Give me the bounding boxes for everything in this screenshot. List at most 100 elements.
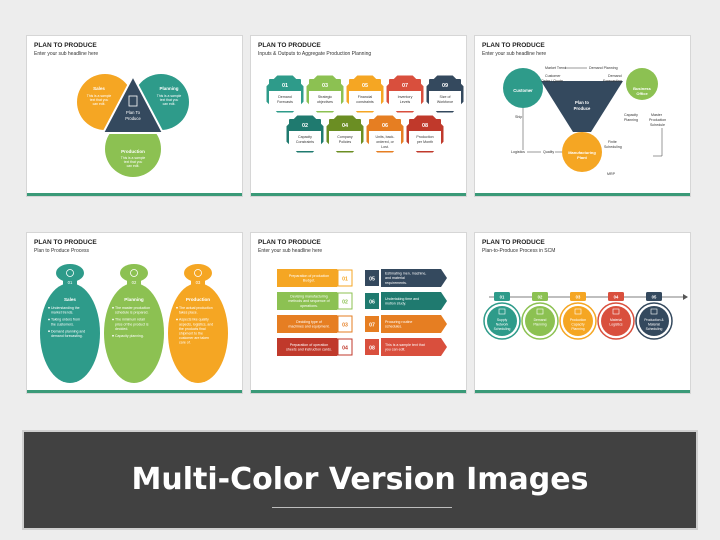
slide-thumbnail-5[interactable]: PLAN TO PRODUCE Enter your sub headline … [250, 232, 467, 394]
slide-title: PLAN TO PRODUCE [482, 42, 545, 49]
list-text: Preparation of production [289, 274, 329, 278]
plant-label: Manufacturing [568, 150, 596, 155]
production-text: text that you [124, 160, 143, 164]
production-text: can edit. [127, 164, 140, 168]
slide-subtitle: Inputs & Outputs to Aggregate Production… [258, 51, 372, 57]
number-box [337, 338, 353, 356]
octagon-text: Workforce [437, 100, 453, 104]
process-flow-diagram: Plan to Produce Customer Business Office… [503, 66, 666, 176]
bullet-text: takes place. [179, 311, 198, 315]
oval-icon [66, 269, 74, 277]
step-text: Scheduling [494, 327, 511, 331]
step-tag [494, 292, 510, 301]
octagon-text: Strategic [318, 95, 332, 99]
step-number: 01 [500, 295, 505, 300]
step-text: Planning [571, 327, 584, 331]
oval-number: 01 [68, 280, 73, 285]
planning-text: This is a sample [157, 94, 182, 98]
oval-badge [120, 264, 148, 282]
slide-thumbnail-6[interactable]: PLAN TO PRODUCE Plan-to-Produce Process … [474, 232, 691, 394]
octagon-text: per Month [417, 140, 433, 144]
bullet-text: the products final [179, 327, 206, 331]
octagon-band [429, 79, 461, 90]
octagon-text: Units, back- [376, 135, 396, 139]
oval-number: 03 [196, 280, 201, 285]
oval-body [40, 283, 100, 383]
oval-body [104, 283, 164, 383]
step-icon [612, 308, 620, 315]
list-text: Undertaking time and [385, 297, 419, 301]
step-text: Production [570, 318, 586, 322]
bullet-text: market trends. [51, 311, 73, 315]
list-bar-left [277, 269, 344, 287]
slide-subtitle: Enter your sub headline here [258, 248, 323, 254]
number-box [337, 269, 353, 287]
octagon-text: Financial [358, 95, 373, 99]
list-text: methods and sequence of [288, 299, 329, 303]
list-text: Estimating men, machine, [385, 272, 426, 276]
step-icon [574, 308, 582, 315]
list-number: 07 [369, 323, 375, 329]
list-text: machines and equipment. [288, 325, 329, 329]
bullet-text: aspects, logistics, and [179, 322, 213, 326]
octagon-text: Company [337, 135, 353, 139]
flow-label: Market Trend [545, 66, 566, 70]
production-text: This is a sample [121, 156, 146, 160]
step-text: Capacity [571, 322, 584, 326]
bullet-text: care of. [179, 341, 191, 345]
bullet-dot [176, 318, 178, 321]
slide-thumbnail-1[interactable]: PLAN TO PRODUCE Enter your sub headline … [26, 35, 243, 197]
octagon-band [349, 79, 381, 90]
slide-subtitle: Plan-to-Produce Process in SCM [482, 248, 556, 254]
sales-text: This is a sample [87, 94, 112, 98]
list-number: 02 [342, 300, 348, 306]
slide-thumbnail-3[interactable]: PLAN TO PRODUCE Enter your sub headline … [474, 35, 691, 197]
number-tab [63, 277, 77, 287]
bullet-dot [48, 306, 50, 309]
oval-name: Production [186, 297, 210, 302]
flow-label: Forecasting [603, 79, 622, 83]
octagon-text: Lost. [381, 145, 389, 149]
octagon-body [269, 91, 301, 111]
octagon-band [269, 79, 301, 90]
step-number: 05 [652, 295, 657, 300]
flow-label: Customer [545, 74, 561, 78]
funnel-label: Plan to [575, 100, 589, 105]
bullet-dot [48, 318, 50, 321]
slide-thumbnail-4[interactable]: PLAN TO PRODUCE Plan to Produce Process … [26, 232, 243, 394]
step-circle [525, 306, 555, 336]
number-box [337, 315, 353, 333]
bullet-dot [112, 334, 114, 337]
octagon-body [349, 91, 381, 111]
list-number: 05 [369, 277, 375, 283]
list-text: Deciding type of [296, 320, 322, 324]
bullet-text: decided. [115, 327, 128, 331]
flow-label: Planning [624, 118, 638, 122]
bullet-text: Capacity planning. [115, 334, 144, 338]
octagon-number: 06 [382, 123, 388, 129]
step-text: Planning [533, 322, 546, 326]
step-text: Supply [497, 318, 508, 322]
center-label: Plan To [126, 110, 141, 115]
list-text: sheets and instruction cards. [286, 348, 332, 352]
sales-label: Sales [93, 86, 105, 91]
list-number: 03 [342, 323, 348, 329]
list-number: 01 [342, 277, 348, 283]
step-text: Production & [644, 318, 664, 322]
step-text: Demand [534, 318, 547, 322]
slide-thumbnail-2[interactable]: PLAN TO PRODUCE Inputs & Outputs to Aggr… [250, 35, 467, 197]
step-tag [646, 292, 662, 301]
bullet-text: schedule is prepared. [115, 311, 148, 315]
step-icon [650, 308, 658, 315]
octagon-number: 02 [302, 123, 308, 129]
list-number: 06 [369, 300, 375, 306]
octagon-number: 05 [362, 83, 368, 89]
business-office-label: Business [633, 86, 652, 91]
number-tab [191, 277, 205, 287]
step-circle [487, 306, 517, 336]
bullet-text: The master production [115, 306, 150, 310]
list-text: Procuring routine [385, 320, 412, 324]
center-label: Produce [125, 116, 141, 121]
number-box [365, 293, 379, 309]
banner-title: Multi-Color Version Images [131, 462, 589, 497]
